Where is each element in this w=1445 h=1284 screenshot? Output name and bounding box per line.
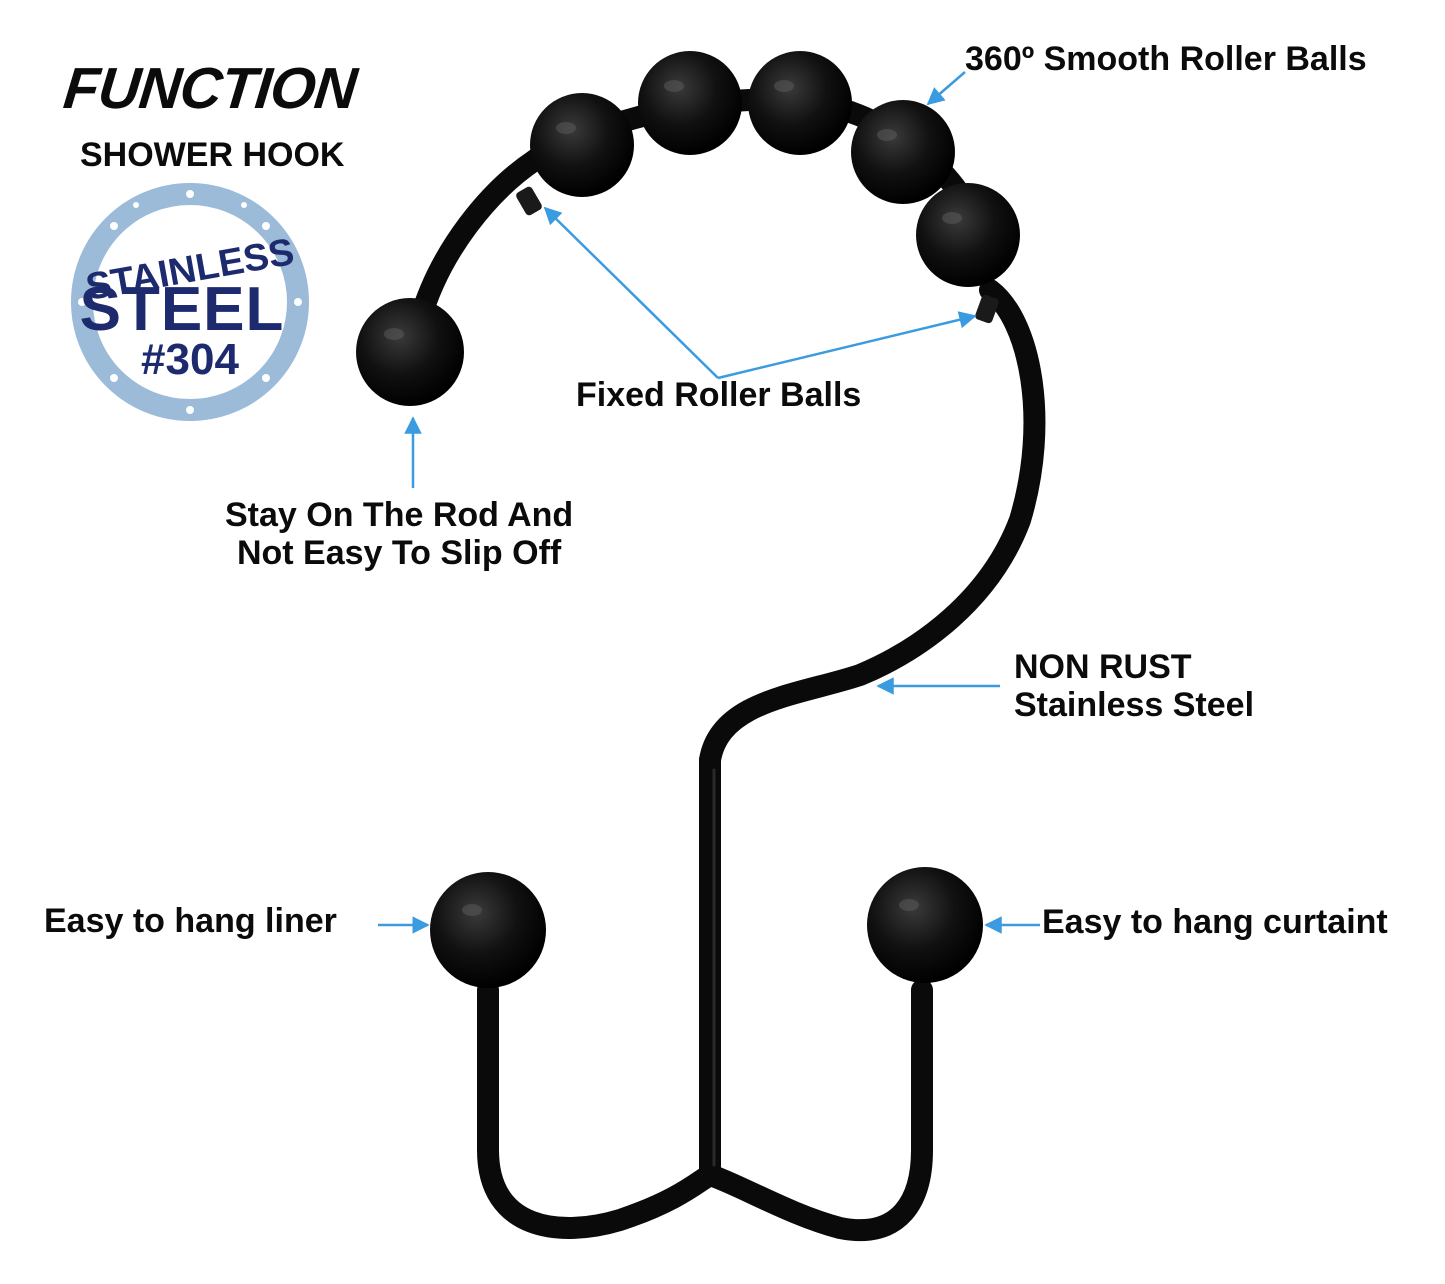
roller-ball xyxy=(530,93,634,197)
hook-bottom-u xyxy=(477,979,933,1241)
arrow-fixed-left xyxy=(543,206,719,379)
callout-rust-line-2: Stainless Steel xyxy=(1014,686,1255,725)
left-end-ball xyxy=(356,298,464,406)
callout-stay-line-2: Not Easy To Slip Off xyxy=(236,534,562,573)
roller-ball xyxy=(851,100,955,204)
end-balls xyxy=(356,298,983,988)
page-title: FUNCTION xyxy=(60,56,360,121)
page-subtitle: SHOWER HOOK xyxy=(80,136,345,174)
badge-line-3: #304 xyxy=(141,335,239,384)
callout-non-rust: NON RUST Stainless Steel xyxy=(1014,648,1254,724)
badge-line-2: STEEL xyxy=(80,275,285,344)
liner-hook-ball xyxy=(430,872,546,988)
roller-ball xyxy=(916,183,1020,287)
callout-rust-line-1: NON RUST xyxy=(1014,648,1192,686)
hook-right-curve xyxy=(699,279,1046,771)
stainless-steel-badge: STAINLESS STEEL #304 xyxy=(71,183,309,421)
callout-arrows xyxy=(378,71,1040,934)
roller-ball xyxy=(748,51,852,155)
roller-balls xyxy=(530,51,1020,287)
arrow-fixed-right xyxy=(717,311,977,380)
callout-liner: Easy to hang liner xyxy=(44,902,337,940)
roller-ball xyxy=(638,51,742,155)
fixed-stoppers xyxy=(516,186,999,324)
callout-stay-on-rod: Stay On The Rod And Not Easy To Slip Off xyxy=(225,496,573,572)
callout-roller-balls: 360º Smooth Roller Balls xyxy=(965,40,1367,78)
arrow-roller xyxy=(926,71,966,106)
callout-curtain: Easy to hang curtaint xyxy=(1042,903,1388,941)
callout-stay-line-1: Stay On The Rod And xyxy=(225,496,574,534)
curtain-hook-ball xyxy=(867,867,983,983)
callout-fixed-balls: Fixed Roller Balls xyxy=(576,376,862,414)
hook-left-arm xyxy=(409,149,546,331)
